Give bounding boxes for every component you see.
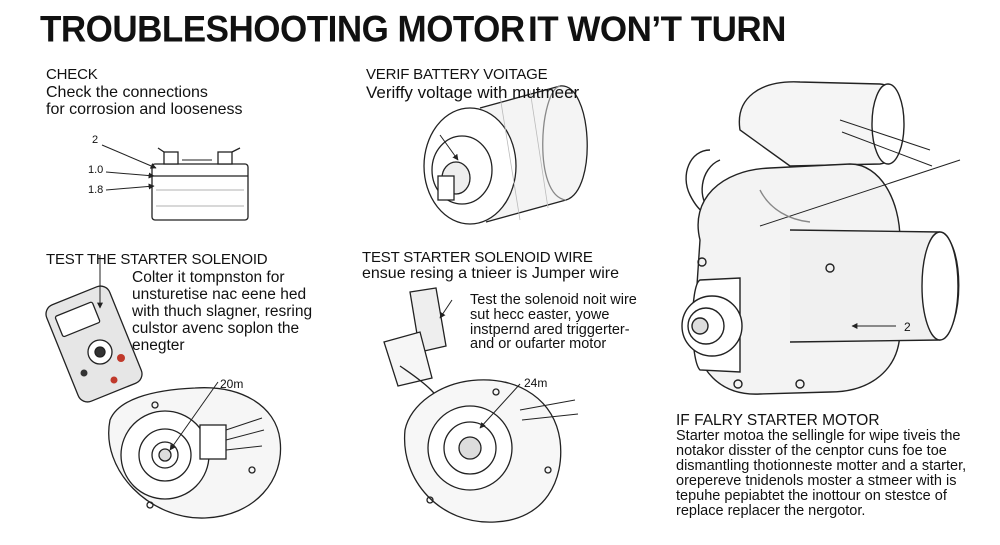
check-label-top: 2 [92,134,99,146]
wire-heading: TEST STARTER SOLENOID WIRE [362,249,593,266]
solenoid-line-2: unsturetise nac eene hed [132,286,307,303]
wire-line-3: instpernd ared triggerter- [470,322,630,338]
multimeter-illustration [45,285,143,403]
wire-line-1: Test the solenoid noit wire [470,292,637,308]
check-callout-lines [101,144,157,191]
faulty-line-1: Starter motoa the sellingle for wipe tiv… [676,428,961,444]
solenoid-line-5: enegter [132,337,185,354]
solenoid-line-3: with thuch slagner, resring [132,303,313,320]
starter-motor-small-illustration [423,85,588,225]
faulty-heading: IF FALRY STARTER MOTOR [676,412,880,429]
solenoid-measure-label: 20m [220,377,244,391]
solenoid-housing-illustration [108,387,282,519]
faulty-line-4: orepereve tnidenols moster a stmeer with… [676,473,957,489]
wire-subheading: ensue resing a tnieer is Jumper wire [362,265,620,282]
wire-pointer [439,299,453,319]
wire-line-2: sut hecc easter, yowe [470,307,610,323]
starter-label: 2 [904,320,911,334]
starter-motor-large-illustration [681,81,961,395]
voltage-subheading: Veriffy voltage with mutmeer [366,83,580,102]
voltage-heading: VERIF BATTERY VOITAGE [366,66,548,83]
check-label-bot: 1.8 [88,184,104,196]
faulty-line-3: dismantling thotionneste motter and a st… [676,458,967,474]
faulty-line-2: notakor disster of the cenptor cuns foe … [676,443,947,459]
check-line2: for corrosion and looseness [46,101,243,118]
battery-illustration [151,147,249,221]
voltage-pointer [439,134,459,161]
wire-line-4: and or oufarter motor [470,336,607,352]
solenoid-line-4: culstor avenc soplon the [132,320,300,337]
solenoid-wire-illustration [383,287,579,523]
title-right: IT WON’T TURN [528,10,786,49]
check-label-mid: 1.0 [88,164,104,176]
solenoid-line-1: Colter it tompnston for [132,269,285,286]
faulty-line-6: replace replacer the nergotor. [676,503,866,519]
solenoid-pointer [169,381,219,451]
wire-housing-pointer [479,383,521,429]
solenoid-heading: TEST THE STARTER SOLENOID [46,251,268,268]
title-left: TROUBLESHOOTING MOTOR [40,9,525,50]
check-heading: CHECK [46,66,98,83]
check-line1: Check the connections [46,84,208,101]
wire-measure-label: 24m [524,376,548,390]
faulty-line-5: tepuhe pepiabtet the inottour on stestce… [676,488,947,504]
